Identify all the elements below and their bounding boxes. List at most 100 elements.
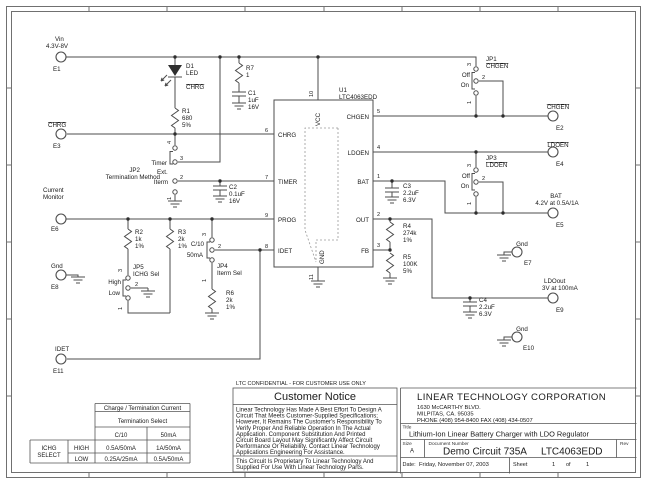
ground-icon [310,280,326,288]
e3-name: CHRG [48,122,66,129]
ic-pin-idet: IDET [278,248,292,255]
jp2-pin1: 1 [167,197,173,200]
jumper-jp1: JP1 CHGEN 3 Off On 2 1 [461,56,509,104]
terminal-e8: Gnd E8 [51,263,67,291]
notice-line: Verify Proper And Reliable Operation In … [236,426,371,432]
ic-pin-prog: PROG [278,217,296,224]
r7-value: 1 [246,72,250,79]
jp4-50ma: 50mA [187,252,204,259]
jp4-c10: C/10 [191,241,205,248]
ic-pin-chrg: CHRG [278,132,296,139]
e2-id: E2 [556,125,564,132]
ic-pin-fb: FB [361,248,369,255]
r3-tol: 1% [178,243,187,250]
e4-id: E4 [556,161,564,168]
terminal-e7: Gnd E7 [511,241,532,267]
jp1-on: On [461,82,470,89]
r5-ref: R5 [403,254,411,261]
r4-value: 274k [403,230,417,237]
sheet-title: Lithium-Ion Linear Battery Charger with … [409,430,589,439]
ground-icon [462,311,478,319]
table-rowhdr2: SELECT [37,453,61,459]
notice-heading: Customer Notice [274,391,356,403]
r6-value: 2k [226,297,233,304]
jp4-pin1: 1 [202,279,208,282]
r6-ref: R6 [226,290,234,297]
r1-value: 680 [182,115,193,122]
charge-table: Charge / Termination Current Termination… [29,403,191,464]
e2-name: CHGEN [547,104,569,111]
pin-num-8: 8 [265,244,268,250]
jp5-label: ICHG Sel [133,271,159,278]
jp2-ext: Ext. [157,169,168,176]
jp1-label: CHGEN [486,63,508,70]
e7-name: Gnd [516,241,528,248]
terminal-e10: Gnd E10 [511,326,535,352]
jp2-label: Termination Method [106,174,161,181]
table-row1-c2: 1A/50mA [156,446,181,452]
pin-num-6: 6 [265,128,268,134]
resistor-r7: R7 1 [234,62,254,84]
ic-u1: U1 LTC4063EDD CHRG TIMER PROG IDET CHGEN… [265,87,380,280]
pin-num-9: 9 [265,213,268,219]
doc-label: Document Number [429,441,470,447]
terminal-e2: CHGEN E2 [547,104,569,132]
e9-id: E9 [556,307,564,314]
terminal-e5: BAT 4.2V at 0.5A/1A E5 [535,193,579,229]
jp2-pin3: 3 [180,156,183,162]
size-value: A [410,449,414,455]
ground-icon [382,277,398,285]
notice-line: Circuit That Meets Customer-Supplied Spe… [236,414,378,420]
company-name: LINEAR TECHNOLOGY CORPORATION [417,392,606,403]
notice-footer-line: Supplied For Use With Linear Technology … [236,465,364,471]
c2-ref: C2 [229,184,237,191]
doc-number: Demo Circuit 735A [443,447,527,458]
pin-num-3: 3 [377,243,380,249]
ground-icon [140,290,156,298]
c4-rating: 6.3V [479,311,493,318]
sheet-label: Sheet [513,462,528,468]
table-caption: Charge / Termination Current [104,406,182,412]
terminal-e9: LDOout 3V at 100mA E9 [542,278,579,314]
jp5-high: High [108,279,121,286]
pin-num-11: 11 [309,274,315,280]
capacitor-c2: C2 0.1uF 16V [213,184,245,205]
date-label: Date: [403,462,417,468]
jp5-ref: JP5 [133,264,144,271]
e5-spec: 4.2V at 0.5A/1A [535,200,579,207]
jp3-pin1: 1 [467,202,473,205]
c1-ref: C1 [248,90,256,97]
r2-ref: R2 [135,229,143,236]
customer-notice: LTC CONFIDENTIAL - FOR CUSTOMER USE ONLY… [232,381,398,473]
ground-icon [384,196,400,204]
table-header: Termination Select [118,419,168,425]
r3-ref: R3 [178,229,186,236]
r4-ref: R4 [403,223,411,230]
table-row2-label: LOW [75,457,89,463]
e9-spec: 3V at 100mA [542,285,579,292]
ground-icon [231,102,247,110]
jp3-on: On [461,183,470,190]
pin-num-5: 5 [377,109,380,115]
d1-ref: D1 [186,63,194,70]
r7-ref: R7 [246,65,254,72]
wires [66,56,548,360]
pin-num-7: 7 [265,175,268,181]
jp1-pin1: 1 [467,101,473,104]
r5-value: 100K [403,261,418,268]
ic-pin-ldoen: LDOEN [348,150,369,157]
jp5-low: Low [109,290,121,297]
terminal-e3: CHRG E3 [48,122,67,150]
pin-num-1: 1 [377,174,380,180]
e1-name: Vin [55,36,64,43]
c1-value: 1uF [248,97,259,104]
ground-icon [167,200,183,208]
table-row1-label: HIGH [74,446,89,452]
jp4-ref: JP4 [217,263,228,270]
resistor-r6: R6 2k 1% [207,288,235,311]
jumper-jp4: C/10 50mA 3 2 1 JP4 Iterm Sel [187,233,242,282]
jp2-timer: Timer [151,160,167,167]
jumper-jp3: JP3 LDOEN 3 Off On 2 1 [461,155,508,205]
size-label: Size [403,441,413,447]
